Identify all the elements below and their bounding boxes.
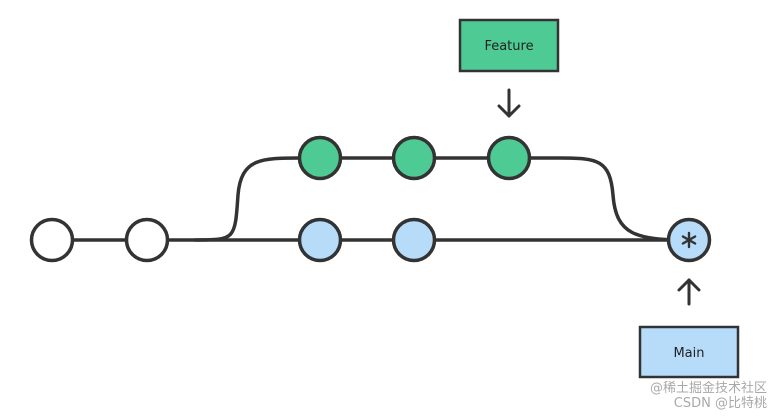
commit-node [486,135,532,181]
commit-node [391,217,437,263]
main-label-text: Main [673,346,704,361]
watermark: @稀土掘金技术社区 CSDN @比特桃 [650,381,767,411]
main-branch-label: Main [638,325,740,379]
commit-node [297,217,343,263]
arrow-down-icon [497,88,521,118]
commit-node [29,217,75,263]
commit-node [391,135,437,181]
arrow-up-icon [677,278,701,306]
commit-node [297,135,343,181]
asterisk-icon [681,231,697,249]
feature-branch-label: Feature [458,18,560,73]
feature-label-text: Feature [484,39,533,54]
feature-branch-line [193,156,691,242]
commit-node [124,217,170,263]
watermark-line-1: @稀土掘金技术社区 [649,381,767,396]
watermark-line-2: CSDN @比特桃 [673,396,767,411]
